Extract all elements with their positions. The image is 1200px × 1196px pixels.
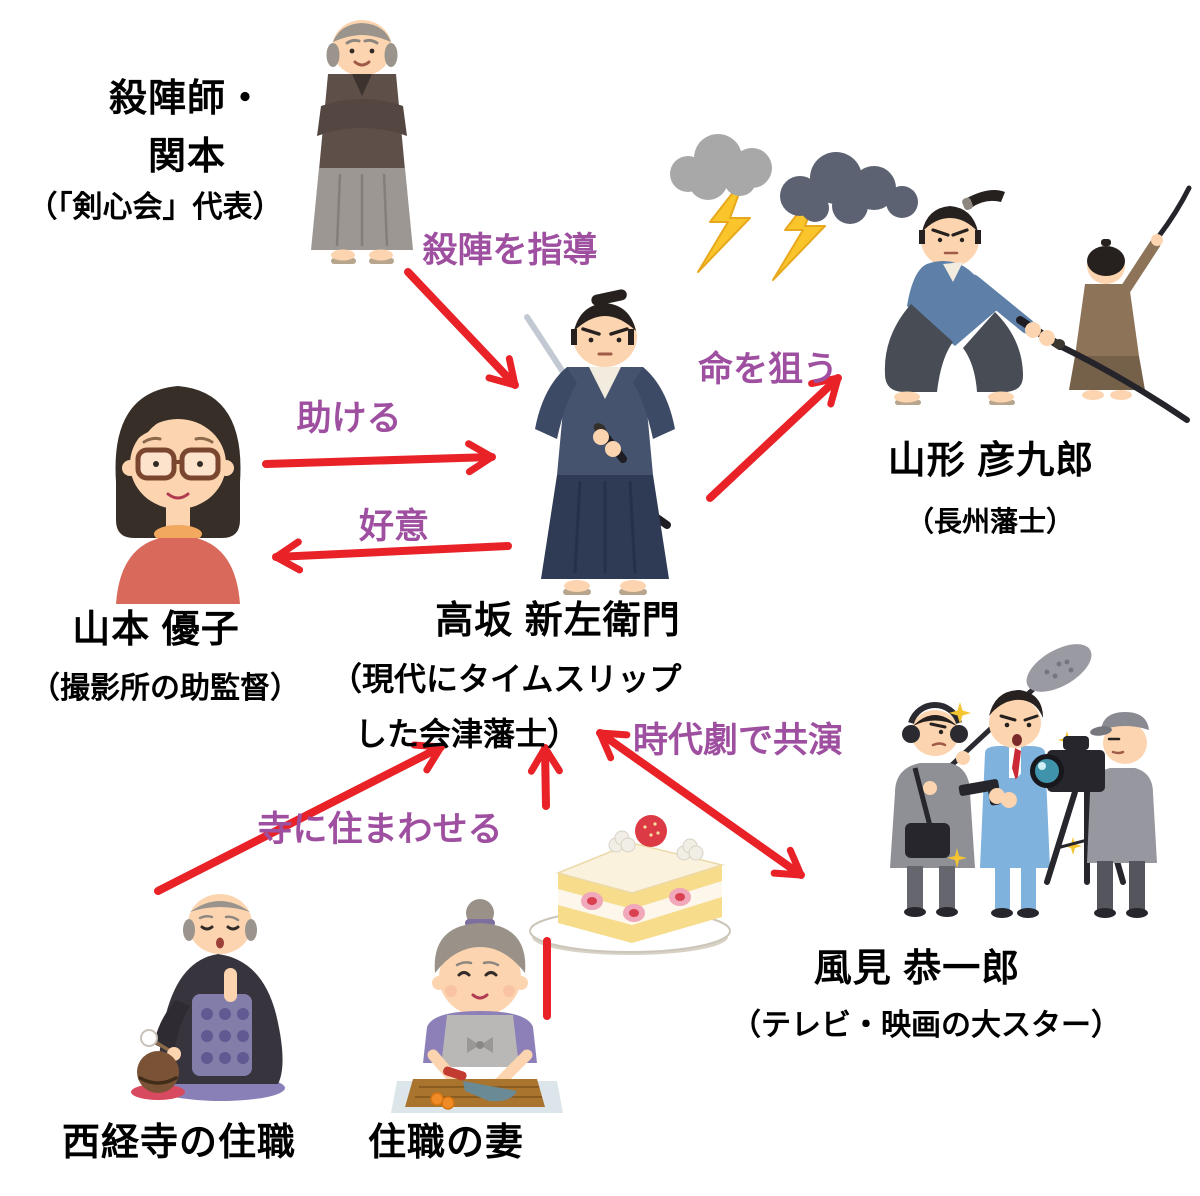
- storm-clouds-lightning-icon: [670, 134, 918, 281]
- priest-illustration: [131, 894, 285, 1101]
- relation-label-help: 助ける: [296, 399, 402, 438]
- relation-label-costar: 時代劇で共演: [632, 721, 843, 760]
- arrow-target: [706, 374, 842, 502]
- relation-label-target: 命を狙う: [697, 350, 838, 389]
- arrow-help: [262, 440, 496, 476]
- relation-label-lodge: 寺に住まわせる: [257, 810, 503, 849]
- character-name-yamagata: 山形 彦九郎: [887, 440, 1095, 482]
- character-descriptor-sekimoto: （「剣心会」代表）: [27, 191, 283, 224]
- kosaka-illustration: [524, 289, 675, 595]
- character-descriptor-kazami: （テレビ・映画の大スター）: [731, 1009, 1121, 1042]
- strawberry-shortcake-icon: [529, 815, 731, 955]
- yamagata-illustration: [884, 185, 1192, 423]
- relation-label-teach: 殺陣を指導: [422, 231, 598, 270]
- character-descriptor-yamagata: （長州藩士）: [905, 506, 1074, 537]
- relation-label-affection: 好意: [358, 507, 429, 546]
- character-name-sekimoto: 殺陣師・ 関本: [108, 78, 265, 178]
- character-name-priest: 西経寺の住職: [61, 1122, 296, 1164]
- kazami-illustration: [890, 644, 1157, 918]
- arrow-teach: [404, 268, 519, 389]
- character-descriptor-yamamoto: （撮影所の助監督）: [30, 672, 300, 705]
- character-descriptor-kosaka: （現代にタイムスリップ した会津藩士）: [330, 661, 682, 752]
- character-name-yamamoto: 山本 優子: [72, 609, 240, 651]
- priest-wife-illustration: [391, 899, 563, 1113]
- character-name-kosaka: 高坂 新左衛門: [435, 600, 681, 642]
- character-name-priest-wife: 住職の妻: [367, 1122, 524, 1164]
- sparkles-icon: [947, 702, 1082, 868]
- character-name-kazami: 風見 恭一郎: [813, 948, 1021, 990]
